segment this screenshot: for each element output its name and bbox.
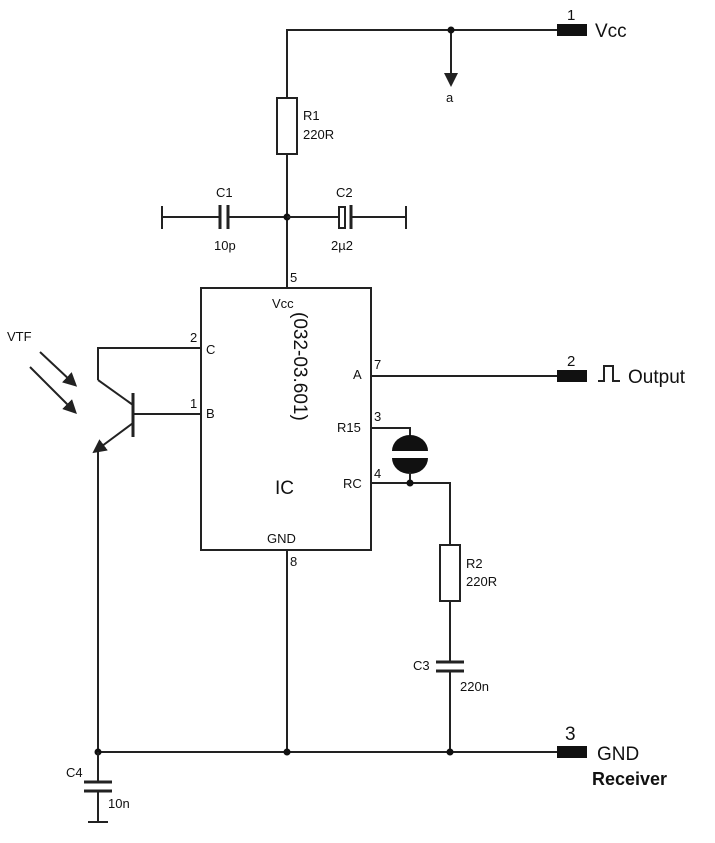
capacitor-c4: C4 10n [66,752,130,823]
ic-pin-gnd-label: GND [267,531,296,546]
ic-pin-rc-label: RC [343,476,362,491]
c4-ref: C4 [66,765,83,780]
receiver-caption: Receiver [592,769,667,789]
gnd-rail: 3 GND Receiver [94,550,667,789]
ic-pin8-number: 8 [290,554,297,569]
vcc-terminal-number: 1 [567,7,575,24]
r2-ref: R2 [466,556,483,571]
r2-value: 220R [466,574,497,589]
jumper-r15-rc [371,427,451,545]
ic-pin-b-label: B [206,406,215,421]
vcc-terminal-pad [557,24,587,36]
junction-dot [406,479,414,487]
c3-value: 220n [460,679,489,694]
c2-value: 2µ2 [331,238,353,253]
pulse-icon [598,365,620,382]
vcc-rail [286,26,557,98]
output-line: 2 Output [371,353,686,388]
output-terminal-pad [557,370,587,382]
ic-pin4-number: 4 [374,466,381,481]
ic-pin5-number: 5 [290,270,297,285]
capacitor-c2: C2 2µ2 [287,185,407,253]
c4-value: 10n [108,796,130,811]
r1-value: 220R [303,127,334,142]
ic-body: 5 Vcc 2 C 1 B 7 A 3 R15 4 RC GND 8 (032-… [190,270,381,569]
output-label: Output [628,367,686,388]
resistor-r1: R1 220R [276,97,334,288]
ic-pin-r15-label: R15 [337,420,361,435]
junction-dot [283,748,291,756]
ic-name: IC [275,478,294,499]
c3-ref: C3 [413,658,430,673]
ic-pin-vcc-label: Vcc [272,296,294,311]
ic-pin7-number: 7 [374,357,381,372]
phototransistor-vtf: VTF [7,329,201,752]
ic-pin1-number: 1 [190,396,197,411]
junction-dot [447,26,455,34]
c1-ref: C1 [216,185,233,200]
vtf-label: VTF [7,329,32,344]
output-terminal-number: 2 [567,353,575,370]
r1-ref: R1 [303,108,320,123]
vcc-terminal: 1 Vcc [557,7,627,42]
ic-pin-a-label: A [353,367,362,382]
gnd-label: GND [597,744,639,765]
gnd-terminal-number: 3 [565,724,576,745]
junction-dot [446,748,454,756]
capacitor-c1: C1 10p [161,185,287,253]
vcc-terminal-label: Vcc [595,21,627,42]
capacitor-c3: C3 220n [413,658,489,752]
ic-part-number: (032-03.601) [289,312,310,421]
gnd-terminal-pad [557,746,587,758]
c1-value: 10p [214,238,236,253]
ic-pin2-number: 2 [190,330,197,345]
ic-pin3-number: 3 [374,409,381,424]
probe-label: a [446,90,454,105]
c2-ref: C2 [336,185,353,200]
resistor-r2: R2 220R [439,544,497,661]
ic-pin-c-label: C [206,342,215,357]
